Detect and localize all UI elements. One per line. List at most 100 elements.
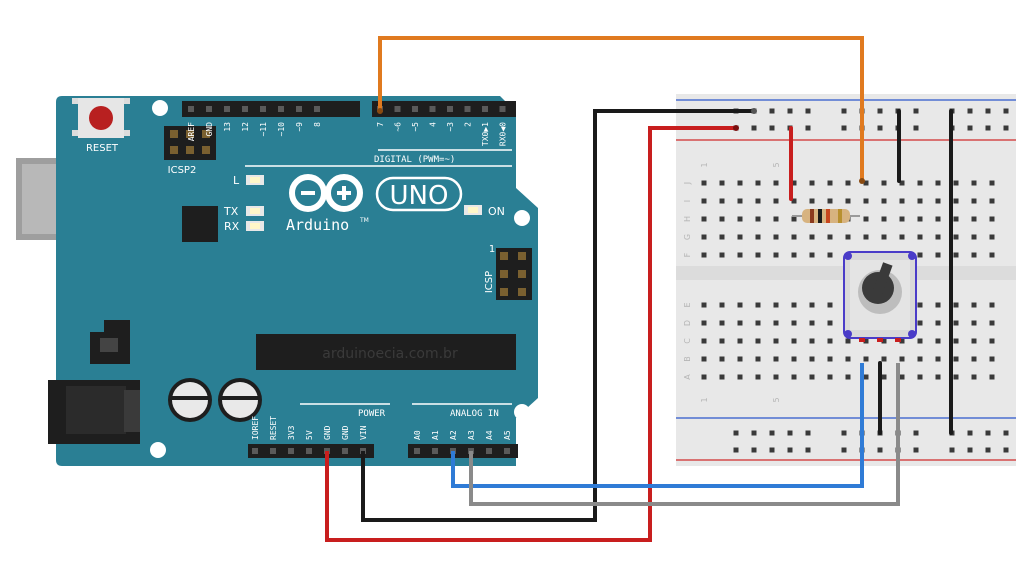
header-pin xyxy=(224,106,230,112)
breadboard-hole xyxy=(845,374,851,380)
analog-pin-label: A1 xyxy=(431,430,440,440)
breadboard-hole xyxy=(737,252,743,258)
icsp2-header xyxy=(164,126,216,160)
breadboard-hole xyxy=(791,338,797,344)
breadboard-hole xyxy=(719,374,725,380)
breadboard-hole xyxy=(755,338,761,344)
breadboard-hole xyxy=(773,180,779,186)
digital-pin-label: 13 xyxy=(223,122,232,132)
breadboard-hole xyxy=(863,198,869,204)
breadboard-hole xyxy=(935,338,941,344)
header-pin xyxy=(464,106,471,112)
breadboard-hole xyxy=(773,338,779,344)
digital-pin-label: ~5 xyxy=(411,122,420,132)
power-pin-label: 5V xyxy=(305,430,314,440)
arduino-logo xyxy=(289,174,363,212)
analog-pin-label: A0 xyxy=(413,430,422,440)
header-pin xyxy=(260,106,266,112)
rail-hole xyxy=(985,430,991,436)
resistor xyxy=(792,209,860,223)
breadboard-hole xyxy=(701,180,707,186)
breadboard-hole xyxy=(773,198,779,204)
potentiometer xyxy=(843,251,917,342)
breadboard-hole xyxy=(989,234,995,240)
row-letter-a: A xyxy=(683,374,692,380)
breadboard-hole xyxy=(773,252,779,258)
breadboard-hole xyxy=(755,374,761,380)
breadboard-hole xyxy=(953,180,959,186)
breadboard-hole xyxy=(917,374,923,380)
breadboard-hole xyxy=(719,252,725,258)
row-letter-e: E xyxy=(683,302,692,307)
breadboard-hole xyxy=(719,180,725,186)
rail-hole xyxy=(733,447,739,453)
rail-hole xyxy=(877,447,883,453)
breadboard-hole xyxy=(863,338,869,344)
mounting-hole xyxy=(152,100,168,116)
breadboard-hole xyxy=(899,356,905,362)
rail-hole xyxy=(751,125,757,131)
power-label: POWER xyxy=(358,409,386,419)
breadboard-hole xyxy=(755,302,761,308)
rail-hole xyxy=(1003,108,1009,114)
header-pin xyxy=(188,106,194,112)
brand-label: Arduino xyxy=(286,216,349,234)
rail-hole xyxy=(985,447,991,453)
uno-badge xyxy=(375,176,463,212)
header-pin xyxy=(278,106,284,112)
rail-hole xyxy=(949,447,955,453)
reset-label: RESET xyxy=(86,143,119,154)
digital-pin-label: ~6 xyxy=(394,122,403,132)
breadboard-hole xyxy=(935,320,941,326)
breadboard-hole xyxy=(899,216,905,222)
mounting-hole xyxy=(514,404,530,420)
row-letter-j: J xyxy=(683,182,692,185)
breadboard-hole xyxy=(827,252,833,258)
breadboard-hole xyxy=(827,234,833,240)
breadboard-hole xyxy=(971,216,977,222)
breadboard-hole xyxy=(809,338,815,344)
row-letter-g: G xyxy=(683,234,692,240)
breadboard-hole xyxy=(881,338,887,344)
rail-hole xyxy=(769,430,775,436)
breadboard-hole xyxy=(791,180,797,186)
analog-in-label: ANALOG IN xyxy=(450,409,499,419)
usb-chip xyxy=(182,206,218,242)
digital-pin-label: ~10 xyxy=(277,122,286,137)
wires xyxy=(325,36,953,542)
breadboard-hole xyxy=(953,356,959,362)
breadboard-hole xyxy=(755,234,761,240)
breadboard-hole xyxy=(827,338,833,344)
col-number-1-bottom: 1 xyxy=(700,397,709,402)
header-pin xyxy=(252,448,258,454)
rail-hole xyxy=(913,108,919,114)
rail-hole xyxy=(967,430,973,436)
breadboard-hole xyxy=(989,216,995,222)
power-pin-label: GND xyxy=(341,425,350,440)
power-pin-label: RESET xyxy=(269,416,278,440)
breadboard-hole xyxy=(989,302,995,308)
header-right-top xyxy=(372,101,516,117)
breadboard-hole xyxy=(791,302,797,308)
breadboard-hole xyxy=(845,338,851,344)
breadboard-hole xyxy=(989,356,995,362)
rail-hole xyxy=(985,108,991,114)
on-label: ON xyxy=(488,205,505,218)
reset-button[interactable] xyxy=(72,98,130,138)
breadboard-hole xyxy=(953,198,959,204)
rail-hole xyxy=(769,108,775,114)
breadboard-hole xyxy=(755,216,761,222)
breadboard-hole xyxy=(809,198,815,204)
breadboard-hole xyxy=(737,198,743,204)
rail-hole xyxy=(751,430,757,436)
rail-hole xyxy=(913,430,919,436)
row-letter-c: C xyxy=(683,338,692,344)
digital-pin-label: 2 xyxy=(464,122,473,127)
breadboard-hole xyxy=(971,356,977,362)
wire-gray-a3 xyxy=(469,363,900,506)
breadboard-hole xyxy=(863,180,869,186)
breadboard-hole xyxy=(881,374,887,380)
breadboard-hole xyxy=(989,338,995,344)
rail-hole xyxy=(877,125,883,131)
rail-hole xyxy=(733,430,739,436)
